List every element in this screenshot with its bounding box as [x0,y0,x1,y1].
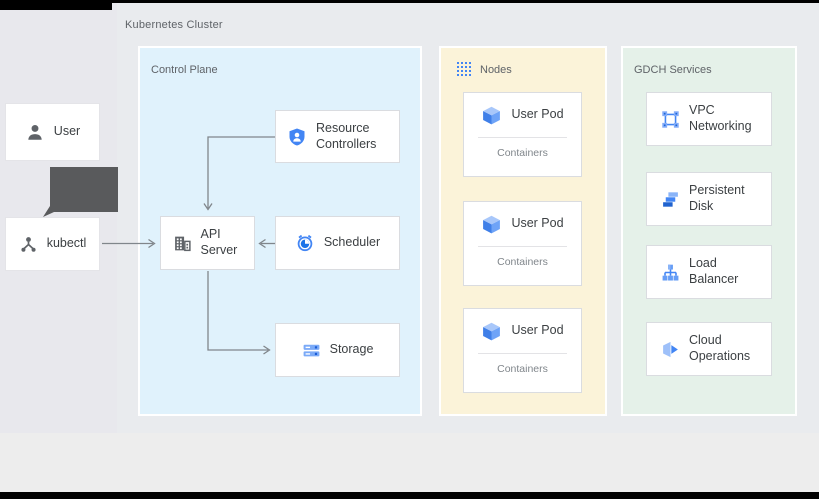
vpc-networking-label: VPC Networking [689,103,752,133]
kubectl-icon [19,235,38,254]
user-pod-box: User Pod Containers [463,201,582,286]
api-server-box: API Server [160,216,255,270]
divider [478,246,567,247]
resource-controllers-label: Resource Controllers [316,120,377,151]
persistent-disk-label: Persistent Disk [689,183,745,213]
api-server-label: API Server [200,227,238,257]
user-pod-box: User Pod Containers [463,308,582,393]
load-balancer-box: Load Balancer [646,245,772,299]
kubectl-label: kubectl [46,236,87,251]
user-pod-box: User Pod Containers [463,92,582,177]
kubectl-box: kubectl [5,217,100,271]
divider [478,353,567,354]
load-balancer-icon [661,263,680,282]
user-box: User [5,103,100,161]
vpc-icon [661,110,680,129]
dot-grid-icon [455,60,471,76]
bottom-gray-strip [0,433,819,492]
user-pod-label: User Pod [511,323,564,338]
control-plane-label: Control Plane [151,64,218,76]
gdch-services-label: GDCH Services [634,64,712,76]
top-left-black-corner [0,0,112,10]
person-icon [25,122,45,142]
scheduler-box: Scheduler [275,216,400,270]
cloud-operations-label: Cloud Operations [689,333,751,363]
vpc-networking-box: VPC Networking [646,92,772,146]
storage-label: Storage [329,342,374,357]
load-balancer-label: Load Balancer [689,256,739,286]
building-icon [173,234,192,253]
cloud-operations-icon [661,340,680,359]
user-label: User [53,124,81,139]
server-rack-icon [302,341,321,360]
cube-icon [481,321,502,342]
cube-icon [481,214,502,235]
top-black-bar [0,0,819,3]
bottom-black-bar [0,492,819,499]
nodes-label: Nodes [480,64,512,76]
resource-controllers-box: Resource Controllers [275,110,400,163]
storage-box: Storage [275,323,400,377]
persistent-disk-box: Persistent Disk [646,172,772,226]
alarm-clock-icon [295,233,315,253]
containers-label: Containers [497,363,548,375]
user-pod-label: User Pod [511,107,564,122]
persistent-disk-icon [661,190,680,209]
user-pod-label: User Pod [511,216,564,231]
kubernetes-cluster-label: Kubernetes Cluster [125,19,223,31]
cloud-operations-box: Cloud Operations [646,322,772,376]
scheduler-label: Scheduler [323,235,381,250]
cube-icon [481,105,502,126]
divider [478,137,567,138]
shield-person-icon [287,127,307,147]
containers-label: Containers [497,256,548,268]
containers-label: Containers [497,147,548,159]
